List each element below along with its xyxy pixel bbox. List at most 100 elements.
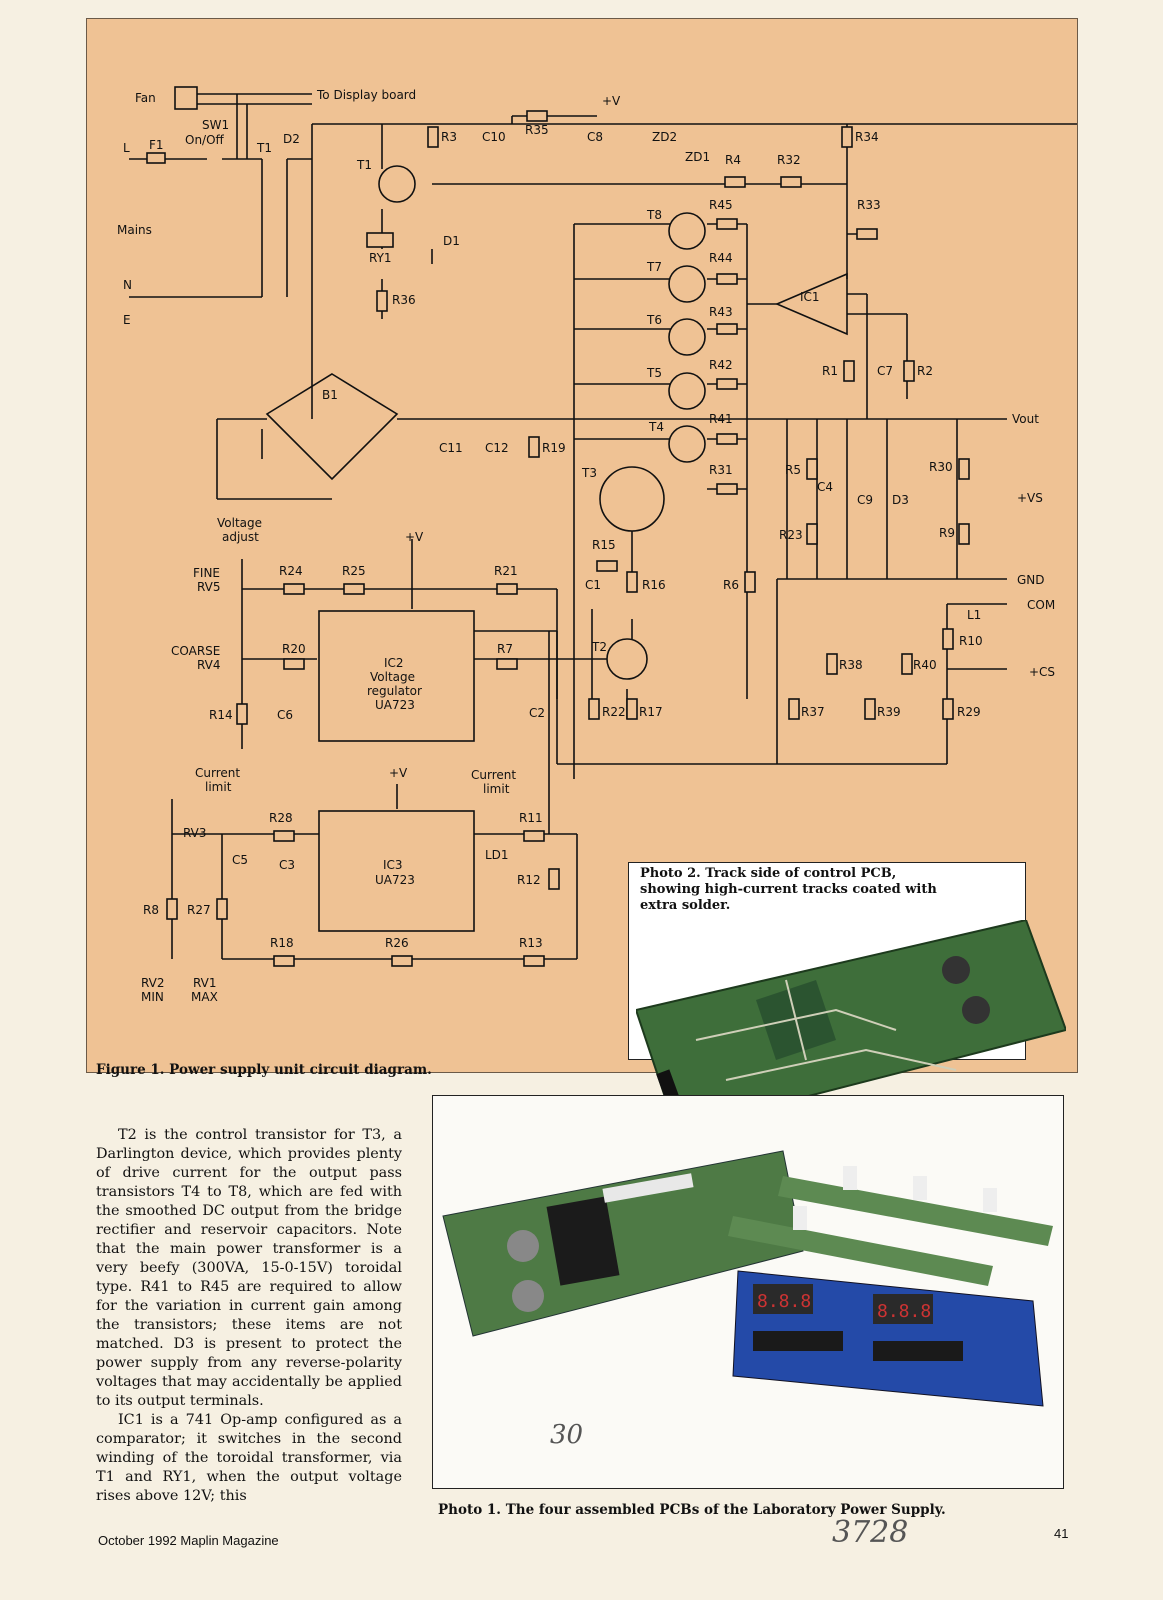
label-ic1: IC1 [800, 290, 820, 304]
label-t1-transformer: T1 [256, 141, 272, 155]
label-r22: R22 [602, 705, 626, 719]
schematic-wires [129, 93, 1077, 960]
label-plus-vs: +VS [1017, 491, 1043, 505]
label-r26: R26 [385, 936, 409, 950]
label-t3: T3 [581, 466, 597, 480]
component-labels: Fan To Display board +V SW1 On/Off L F1 … [117, 88, 1055, 1004]
label-r37: R37 [801, 705, 825, 719]
label-c5: C5 [232, 853, 248, 867]
label-r32: R32 [777, 153, 801, 167]
label-c7: C7 [877, 364, 893, 378]
label-t6: T6 [646, 313, 662, 327]
label-fine: FINE [193, 566, 220, 580]
label-l: L [123, 141, 130, 155]
footer-publication: October 1992 Maplin Magazine [98, 1533, 279, 1548]
photo2-caption: Photo 2. Track side of control PCB, show… [640, 866, 937, 913]
label-current-limit-right-2: limit [483, 782, 510, 796]
label-plus-v-ic2: +V [405, 530, 424, 544]
label-d1: D1 [443, 234, 460, 248]
label-r13: R13 [519, 936, 543, 950]
label-ry1: RY1 [369, 251, 392, 265]
label-c2: C2 [529, 706, 545, 720]
label-c8: C8 [587, 130, 603, 144]
label-r28: R28 [269, 811, 293, 825]
label-com: COM [1027, 598, 1055, 612]
label-d3: D3 [892, 493, 909, 507]
label-c4: C4 [817, 480, 833, 494]
paragraph: IC1 is a 741 Op-amp configured as a comp… [96, 1412, 402, 1504]
label-r39: R39 [877, 705, 901, 719]
label-r16: R16 [642, 578, 666, 592]
label-f1: F1 [149, 138, 164, 152]
label-current-limit-right: Current [471, 768, 516, 782]
label-r7: R7 [497, 642, 513, 656]
label-r12: R12 [517, 873, 541, 887]
photo1-pcbs-image: 8.8.8 8.8.8 [442, 1150, 1053, 1407]
label-r33: R33 [857, 198, 881, 212]
label-r41: R41 [709, 412, 733, 426]
label-c11: C11 [439, 441, 463, 455]
label-c3: C3 [279, 858, 295, 872]
label-r44: R44 [709, 251, 733, 265]
label-t8: T8 [646, 208, 662, 222]
label-ic3: IC3 [383, 858, 403, 872]
label-r43: R43 [709, 305, 733, 319]
label-vout: Vout [1012, 412, 1039, 426]
label-r14: R14 [209, 708, 233, 722]
display-digits-right: 8.8.8 [877, 1301, 931, 1322]
label-c10: C10 [482, 130, 506, 144]
label-rv3: RV3 [183, 826, 207, 840]
label-max: MAX [191, 990, 218, 1004]
label-r8: R8 [143, 903, 159, 917]
label-r3: R3 [441, 130, 457, 144]
handwritten-note: 3728 [832, 1515, 909, 1550]
label-r25: R25 [342, 564, 366, 578]
label-c12: C12 [485, 441, 509, 455]
label-ld1: LD1 [485, 848, 509, 862]
label-d2: D2 [283, 132, 300, 146]
label-sw1: SW1 [202, 118, 229, 132]
label-r11: R11 [519, 811, 543, 825]
label-gnd: GND [1017, 573, 1045, 587]
label-rv2: RV2 [141, 976, 165, 990]
display-digits-left: 8.8.8 [757, 1291, 811, 1312]
label-r5: R5 [785, 463, 801, 477]
label-ua723-ic3: UA723 [375, 873, 415, 887]
circuit-diagram: Fan To Display board +V SW1 On/Off L F1 … [86, 18, 1078, 1073]
label-t5: T5 [646, 366, 662, 380]
label-r29: R29 [957, 705, 981, 719]
label-t1-transistor: T1 [356, 158, 372, 172]
label-r17: R17 [639, 705, 663, 719]
label-t7: T7 [646, 260, 662, 274]
label-t2: T2 [591, 640, 607, 654]
label-n: N [123, 278, 132, 292]
label-min: MIN [141, 990, 164, 1004]
label-r45: R45 [709, 198, 733, 212]
label-l1: L1 [967, 608, 981, 622]
label-plus-v-top: +V [602, 94, 621, 108]
label-r34: R34 [855, 130, 879, 144]
label-r20: R20 [282, 642, 306, 656]
label-zd2: ZD2 [652, 130, 677, 144]
schematic-svg: Fan To Display board +V SW1 On/Off L F1 … [117, 86, 1077, 1004]
label-e: E [123, 313, 131, 327]
label-ic2-function-1: Voltage [370, 670, 415, 684]
label-r2: R2 [917, 364, 933, 378]
label-rv5: RV5 [197, 580, 221, 594]
label-c9: C9 [857, 493, 873, 507]
label-r24: R24 [279, 564, 303, 578]
label-current-limit-left: Current [195, 766, 240, 780]
photo2-pcb-image [636, 920, 1066, 1130]
label-voltage-adjust-2: adjust [222, 530, 259, 544]
label-zd1: ZD1 [685, 150, 710, 164]
label-r23: R23 [779, 528, 803, 542]
label-r36: R36 [392, 293, 416, 307]
label-r10: R10 [959, 634, 983, 648]
label-rv1: RV1 [193, 976, 217, 990]
label-r6: R6 [723, 578, 739, 592]
label-ua723-ic2: UA723 [375, 698, 415, 712]
label-plus-cs: +CS [1029, 665, 1055, 679]
label-c6: C6 [277, 708, 293, 722]
handwritten-mark: 30 [550, 1420, 584, 1450]
